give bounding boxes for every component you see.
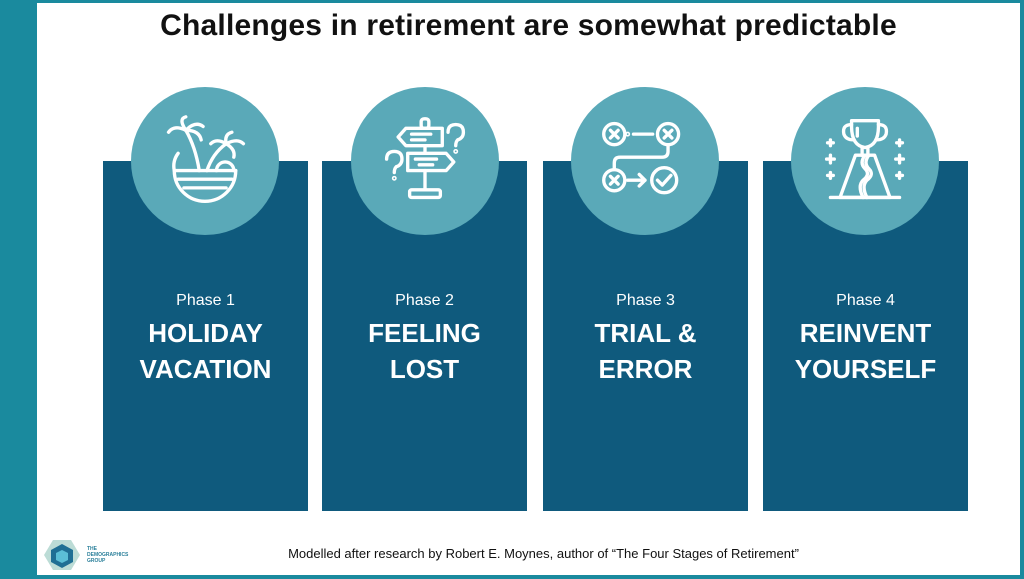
phase-icon-circle-3 xyxy=(571,87,719,235)
citation-footer: Modelled after research by Robert E. Moy… xyxy=(288,546,799,561)
slide: Challenges in retirement are somewhat pr… xyxy=(37,3,1020,575)
phase-name-line1: FEELING xyxy=(368,318,481,348)
signpost-question-icon xyxy=(384,117,466,200)
company-logo: THE DEMOGRAPHICS GROUP xyxy=(43,538,128,572)
phase-label: Phase 2 xyxy=(395,292,454,309)
logo-line1: THE xyxy=(87,546,97,552)
phase-name-line2: YOURSELF xyxy=(794,354,937,384)
phase-icon-circle-2 xyxy=(351,87,499,235)
phase-name-line1: REINVENT xyxy=(799,318,932,348)
trial-error-path-icon xyxy=(602,121,681,195)
phase-icon-circle-4 xyxy=(791,87,939,235)
phase-label: Phase 3 xyxy=(616,292,675,309)
phase-name-line2: LOST xyxy=(389,354,460,384)
cube-logo-icon xyxy=(44,540,80,570)
phase-label: Phase 4 xyxy=(836,292,895,309)
phase-icon-circle-1 xyxy=(131,87,279,235)
phase-name-line1: TRIAL & xyxy=(594,318,697,348)
phase-label: Phase 1 xyxy=(176,292,235,309)
trophy-mountain-icon xyxy=(824,119,906,200)
logo-line2: DEMOGRAPHICS xyxy=(87,552,129,558)
palm-island-icon xyxy=(166,115,246,203)
phase-name-line2: ERROR xyxy=(598,354,693,384)
logo-line3: GROUP xyxy=(87,558,106,564)
slide-title: Challenges in retirement are somewhat pr… xyxy=(160,9,897,42)
phase-name-line1: HOLIDAY xyxy=(148,318,263,348)
phase-name-line2: VACATION xyxy=(139,354,272,384)
